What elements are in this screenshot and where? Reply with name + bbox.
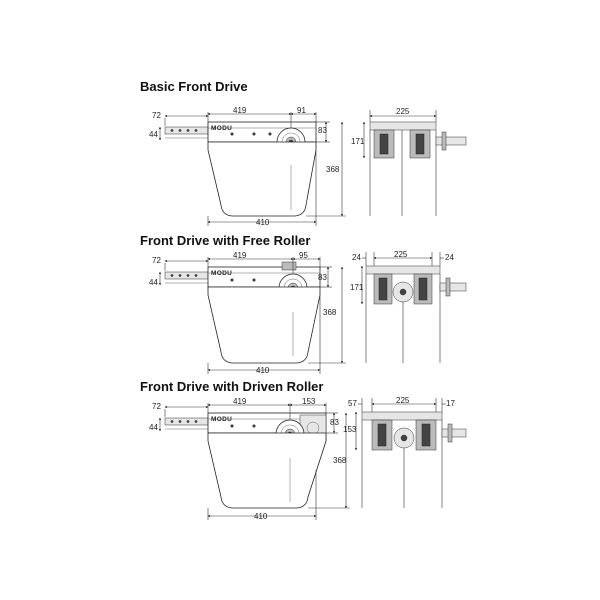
dim-side-height: 171 — [350, 283, 364, 292]
dim-right: 95 — [299, 251, 308, 260]
front-view-driven-roller: MODU — [164, 412, 327, 509]
dimensions-side-basic: 225 171 — [351, 107, 437, 159]
dim-side-left: 57 — [348, 399, 357, 408]
dim-side-right: 24 — [445, 253, 454, 262]
dimensions-front-free-roller: 72 419 95 44 83 368 410 — [149, 251, 346, 375]
title-front-drive-driven-roller: Front Drive with Driven Roller — [140, 379, 324, 394]
dim-side-height: 153 — [343, 425, 357, 434]
side-view-basic — [369, 121, 467, 216]
dim-length: 419 — [233, 106, 247, 115]
title-front-drive-free-roller: Front Drive with Free Roller — [140, 233, 311, 248]
title-basic-front-drive: Basic Front Drive — [140, 79, 248, 94]
dim-left-extension: 72 — [152, 111, 161, 120]
dim-side-width: 225 — [394, 250, 408, 259]
side-view-driven-roller — [361, 411, 467, 508]
dimensions-front-basic: 72 419 91 44 83 368 410 — [149, 106, 346, 227]
modu-logo: MODU — [211, 270, 232, 277]
dim-height-small: 44 — [149, 130, 158, 139]
dim-length: 419 — [233, 251, 247, 260]
dim-drive-height: 83 — [330, 418, 339, 427]
dim-height-small: 44 — [149, 423, 158, 432]
dim-side-width: 225 — [396, 107, 410, 116]
dimensions-front-driven-roller: 72 419 153 44 83 368 410 — [149, 397, 350, 521]
dim-height-small: 44 — [149, 278, 158, 287]
dim-length: 419 — [233, 397, 247, 406]
dim-left-extension: 72 — [152, 256, 161, 265]
dim-total-height: 368 — [323, 308, 337, 317]
dim-left-extension: 72 — [152, 402, 161, 411]
dimensions-side-free-roller: 225 24 24 171 — [350, 250, 454, 305]
modu-logo: MODU — [211, 125, 232, 132]
side-view-free-roller — [365, 265, 467, 363]
dim-right: 91 — [297, 106, 306, 115]
front-view-basic: MODU — [164, 121, 317, 217]
dim-drive-height: 83 — [318, 273, 327, 282]
dim-bottom-width: 410 — [254, 512, 268, 521]
dim-bottom-width: 410 — [256, 366, 270, 375]
dim-total-height: 368 — [326, 165, 340, 174]
modu-logo: MODU — [211, 416, 232, 423]
dim-drive-height: 83 — [318, 126, 327, 135]
dimensions-side-driven-roller: 225 57 17 153 — [343, 396, 455, 451]
front-view-free-roller: MODU — [164, 261, 321, 364]
dim-side-height: 171 — [351, 137, 365, 146]
dim-bottom-width: 410 — [256, 218, 270, 227]
dim-side-right: 17 — [446, 399, 455, 408]
dim-side-left: 24 — [352, 253, 361, 262]
dim-total-height: 368 — [333, 456, 347, 465]
dim-right: 153 — [302, 397, 316, 406]
dim-side-width: 225 — [396, 396, 410, 405]
